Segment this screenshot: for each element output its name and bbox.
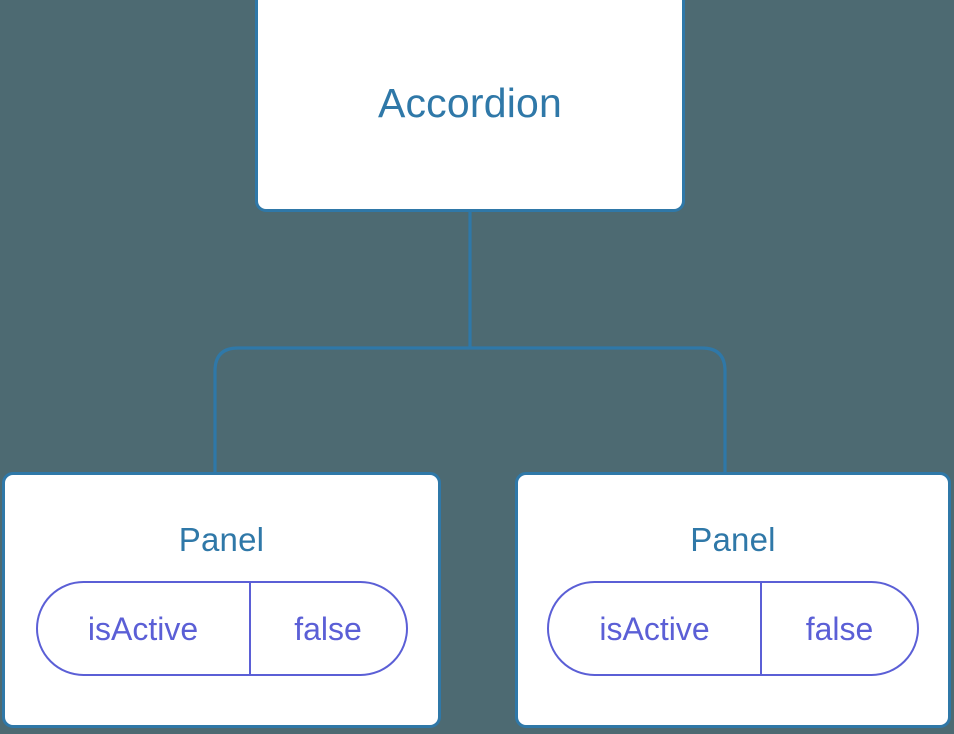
edge-branch-right — [470, 346, 727, 476]
node-panel-1-title: Panel — [178, 521, 265, 558]
node-panel-1-props: isActive false — [5, 581, 438, 676]
node-panel-2-title: Panel — [690, 521, 776, 558]
node-panel-2-props: isActive false — [518, 581, 948, 676]
node-panel-1[interactable]: Panel isActive false — [2, 472, 441, 728]
prop-pill-value: false — [294, 610, 362, 647]
prop-pill-value: false — [805, 610, 874, 647]
edge-branch-left — [213, 346, 470, 476]
prop-pill-isactive[interactable]: isActive false — [35, 581, 408, 676]
prop-pill-key: isActive — [549, 583, 762, 674]
node-accordion[interactable]: Accordion — [255, 0, 685, 212]
node-accordion-title: Accordion — [377, 80, 563, 126]
prop-pill-isactive[interactable]: isActive false — [547, 581, 919, 676]
node-panel-2[interactable]: Panel isActive false — [515, 472, 951, 728]
prop-pill-key: isActive — [38, 583, 251, 674]
